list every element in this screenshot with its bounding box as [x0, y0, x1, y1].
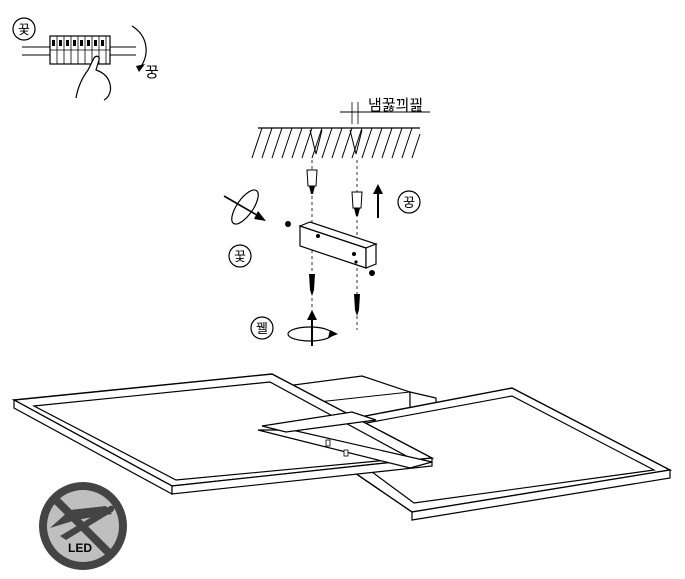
wall-plug-left-tip-icon: [309, 186, 315, 194]
wall-plug-right-icon: [351, 191, 363, 209]
terminal-step: 꿎 꿍: [12, 17, 159, 101]
up-circle-label: 꿍: [403, 196, 415, 211]
mounting-hardware: 꿍 꿏 꿸: [223, 160, 421, 346]
drill-icon: [223, 189, 266, 225]
drill-hole-2: [349, 129, 363, 155]
ceiling-hatching: [251, 127, 421, 159]
right-square-frame: [290, 387, 673, 521]
step-circle-drill: [228, 244, 252, 268]
ceiling-lamp: [11, 373, 673, 521]
screw-rotation-icon: [287, 310, 338, 346]
led-strip-icon: [50, 506, 112, 528]
rotate-arrowhead-icon: [136, 64, 145, 72]
ceiling: 냄꿇끠끮: [251, 96, 430, 159]
drill-circle-label: 꿏: [234, 250, 246, 265]
rotate-label: 꿍: [145, 63, 159, 81]
screw-circle-label: 꿸: [256, 322, 268, 337]
terminal-block-icon: [49, 35, 111, 65]
prohibition-slash: [52, 496, 114, 558]
step-circle-terminal: [12, 17, 36, 41]
screw-left-icon: [309, 274, 315, 296]
rotate-arrow-icon: [131, 25, 147, 69]
terminal-circle-label: 꿎: [18, 23, 30, 38]
small-screw-left: [285, 221, 291, 227]
led-label: LED: [68, 541, 92, 555]
finger-icon: [60, 505, 115, 540]
step-circle-screw: [250, 316, 274, 340]
ceiling-label: 냄꿇끠끮: [368, 96, 423, 114]
drill-hole-1: [309, 129, 323, 155]
left-square-frame: [11, 373, 435, 496]
hand-icon: [75, 55, 112, 101]
mounting-bracket-icon: [298, 221, 378, 269]
wall-plug-left-icon: [306, 169, 318, 187]
up-arrow-icon: [373, 184, 383, 194]
small-screw-right: [369, 270, 375, 276]
screw-right-icon: [354, 294, 360, 316]
wall-plug-right-tip-icon: [354, 208, 360, 216]
step-circle-up: [397, 190, 421, 214]
no-touch-led-icon: LED: [39, 482, 127, 570]
crossing-bar: [257, 411, 433, 469]
